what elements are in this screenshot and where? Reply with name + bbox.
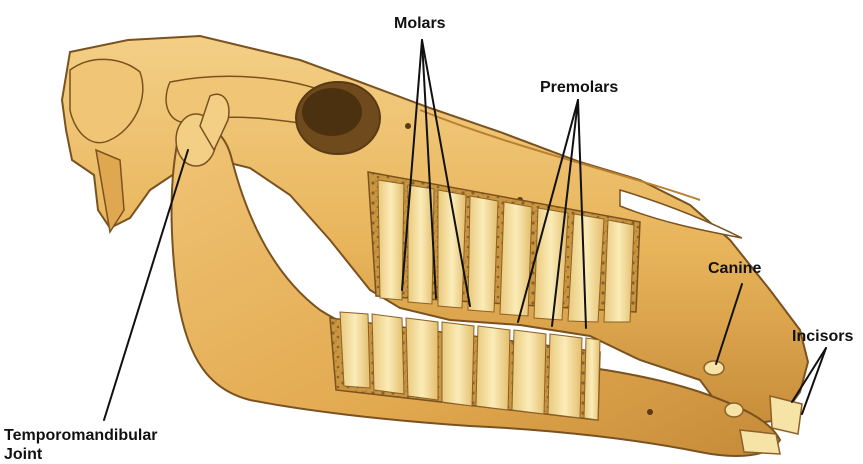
lower-premolar-tooth xyxy=(584,338,600,420)
label-incisors: Incisors xyxy=(792,328,853,345)
upper-canine-tooth xyxy=(704,361,724,375)
upper-molar-tooth xyxy=(378,180,404,300)
lower-molar-tooth xyxy=(340,312,370,388)
upper-molar-tooth xyxy=(468,196,498,312)
lower-molar-tooth xyxy=(442,322,474,406)
lower-premolar-tooth xyxy=(512,330,546,414)
upper-premolar-tooth xyxy=(604,220,634,322)
label-molars: Molars xyxy=(394,15,446,32)
foramen xyxy=(405,123,411,129)
lower-molar-tooth xyxy=(372,314,404,394)
label-tmj-line1: Temporomandibular xyxy=(4,427,158,444)
label-canine: Canine xyxy=(708,260,761,277)
upper-premolar-tooth xyxy=(500,202,532,316)
lower-premolar-tooth xyxy=(548,334,582,418)
mental-foramen xyxy=(647,409,653,415)
label-premolars: Premolars xyxy=(540,79,618,96)
lower-premolar-tooth xyxy=(476,326,510,410)
lower-molar-tooth xyxy=(406,318,438,400)
eye-orbit-inner xyxy=(302,88,362,136)
upper-incisor-tooth xyxy=(770,396,802,434)
lower-incisor-tooth xyxy=(740,430,780,454)
label-tmj-line2: Joint xyxy=(4,446,43,463)
lower-canine-tooth xyxy=(725,403,743,417)
